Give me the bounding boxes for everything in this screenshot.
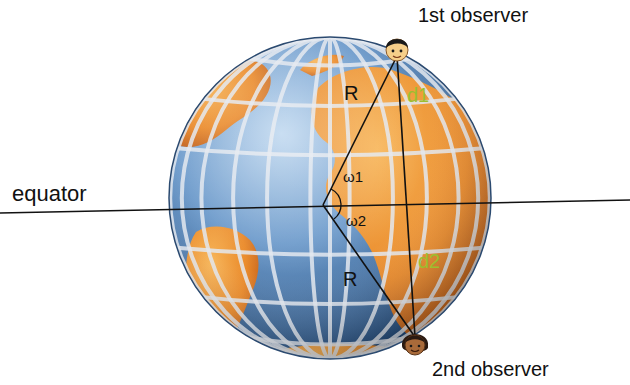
observer-face xyxy=(402,334,428,355)
radius-line xyxy=(323,205,415,337)
angle-arc xyxy=(334,204,341,219)
angle-label: ω1 xyxy=(343,168,363,185)
equator-line xyxy=(0,200,630,213)
radius-label: R xyxy=(344,82,358,105)
distance-label: d1 xyxy=(407,84,429,107)
observer-face xyxy=(386,39,408,61)
radius-line xyxy=(323,56,397,205)
globe-outline xyxy=(169,37,491,359)
globe-ocean xyxy=(169,37,491,359)
angle-label: ω2 xyxy=(346,212,366,229)
observer-label: 2nd observer xyxy=(432,358,549,381)
equator-label: equator xyxy=(12,181,87,206)
distance-label: d2 xyxy=(418,250,440,273)
angle-arc xyxy=(331,189,341,204)
globe-shading xyxy=(169,37,491,359)
observer-label: 1st observer xyxy=(418,4,528,27)
radius-label: R xyxy=(343,268,357,291)
